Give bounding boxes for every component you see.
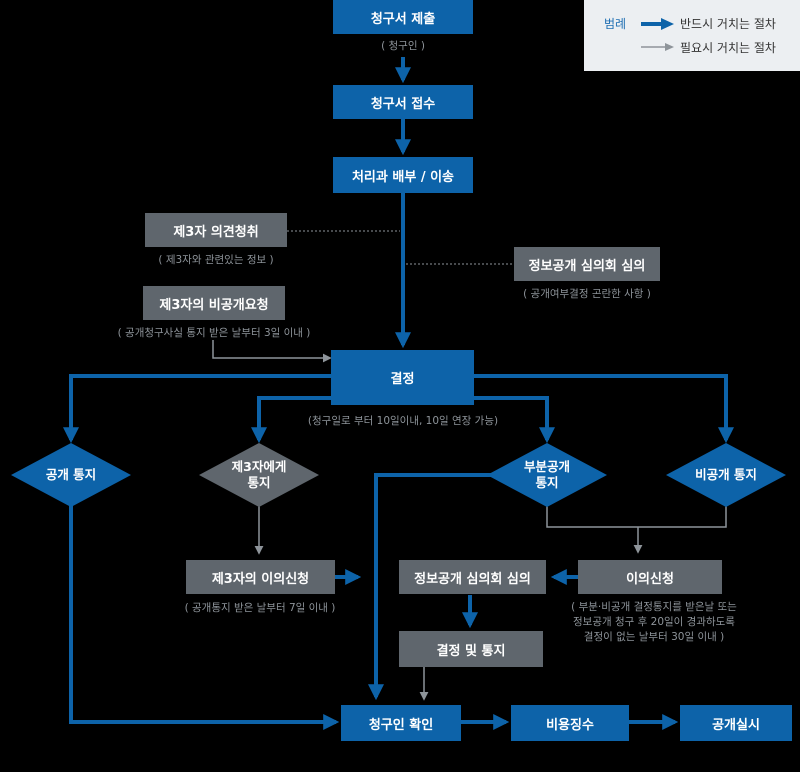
node-decision: 결정: [331, 350, 474, 405]
diamond-public-notice: [11, 443, 131, 507]
arrow-decision-public: [63, 374, 331, 444]
legend: 범례 반드시 거치는 절차 필요시 거치는 절차: [584, 0, 800, 71]
node-fee: 비용징수: [511, 705, 629, 741]
arrow-public-confirm: [69, 505, 340, 730]
diamond-private-notice: [666, 443, 786, 507]
legend-required-arrow-icon: [641, 18, 674, 30]
note-objection: ( 부분·비공개 결정통지를 받은날 또는 정보공개 청구 후 20일이 경과하…: [550, 600, 758, 645]
node-disclosure: 공개실시: [680, 705, 792, 741]
node-decision-notice: 결정 및 통지: [399, 631, 543, 667]
merge-partial-private: [546, 505, 727, 528]
label-public-notice: 공개 통지: [45, 467, 97, 482]
legend-optional-arrow-icon: [641, 43, 674, 51]
note-objection-line3: 결정이 없는 날부터 30일 이내 ): [583, 631, 725, 643]
node-objection: 이의신청: [578, 560, 722, 594]
node-third-objection: 제3자의 이의신청: [186, 560, 335, 594]
label-private-notice: 비공개 통지: [695, 467, 757, 482]
legend-title: 범례: [604, 17, 627, 31]
label-partial-notice-line2: 통지: [535, 475, 559, 490]
note-submit: ( 청구인 ): [381, 40, 425, 52]
arrow-decision-partial: [456, 396, 555, 444]
label-third-notice-line2: 통지: [247, 475, 271, 490]
diamond-partial-notice: [487, 443, 607, 507]
node-committee-review: 정보공개 심의회 심의: [514, 247, 660, 281]
note-third-objection: ( 공개통지 받은 날부터 7일 이내 ): [184, 602, 336, 614]
node-submit: 청구서 제출: [333, 0, 473, 34]
note-objection-line2: 정보공개 청구 후 20일이 경과하도록: [573, 616, 735, 628]
label-partial-notice: 부분공개 통지: [497, 459, 597, 491]
note-decision: (청구일로 부터 10일이내, 10일 연장 가능): [307, 415, 499, 427]
legend-required-label: 반드시 거치는 절차: [680, 17, 776, 31]
note-objection-line1: ( 부분·비공개 결정통지를 받은날 또는: [571, 601, 737, 613]
node-third-opinion: 제3자 의견청취: [145, 213, 287, 247]
node-confirm: 청구인 확인: [341, 705, 461, 741]
node-process: 처리과 배부 / 이송: [333, 157, 473, 193]
note-third-opinion: ( 제3자와 관련있는 정보 ): [158, 254, 274, 266]
node-third-request: 제3자의 비공개요청: [143, 286, 285, 320]
diamond-third-notice: [199, 443, 319, 507]
note-committee-review: ( 공개여부결정 곤란한 사항 ): [523, 288, 651, 300]
label-partial-notice-line1: 부분공개: [523, 459, 570, 474]
arrow-third-request-decision: [212, 340, 332, 363]
arrow-partial-confirm: [368, 473, 494, 701]
arrow-decision-private: [474, 374, 734, 444]
node-committee-review-2: 정보공개 심의회 심의: [399, 560, 546, 594]
node-receive: 청구서 접수: [333, 85, 473, 119]
note-third-request: ( 공개청구사실 통지 받은 날부터 3일 이내 ): [117, 327, 311, 339]
legend-optional-label: 필요시 거치는 절차: [680, 41, 776, 55]
label-third-notice-line1: 제3자에게: [231, 459, 287, 474]
label-third-notice: 제3자에게 통지: [209, 459, 309, 491]
arrow-decision-third: [251, 396, 349, 444]
